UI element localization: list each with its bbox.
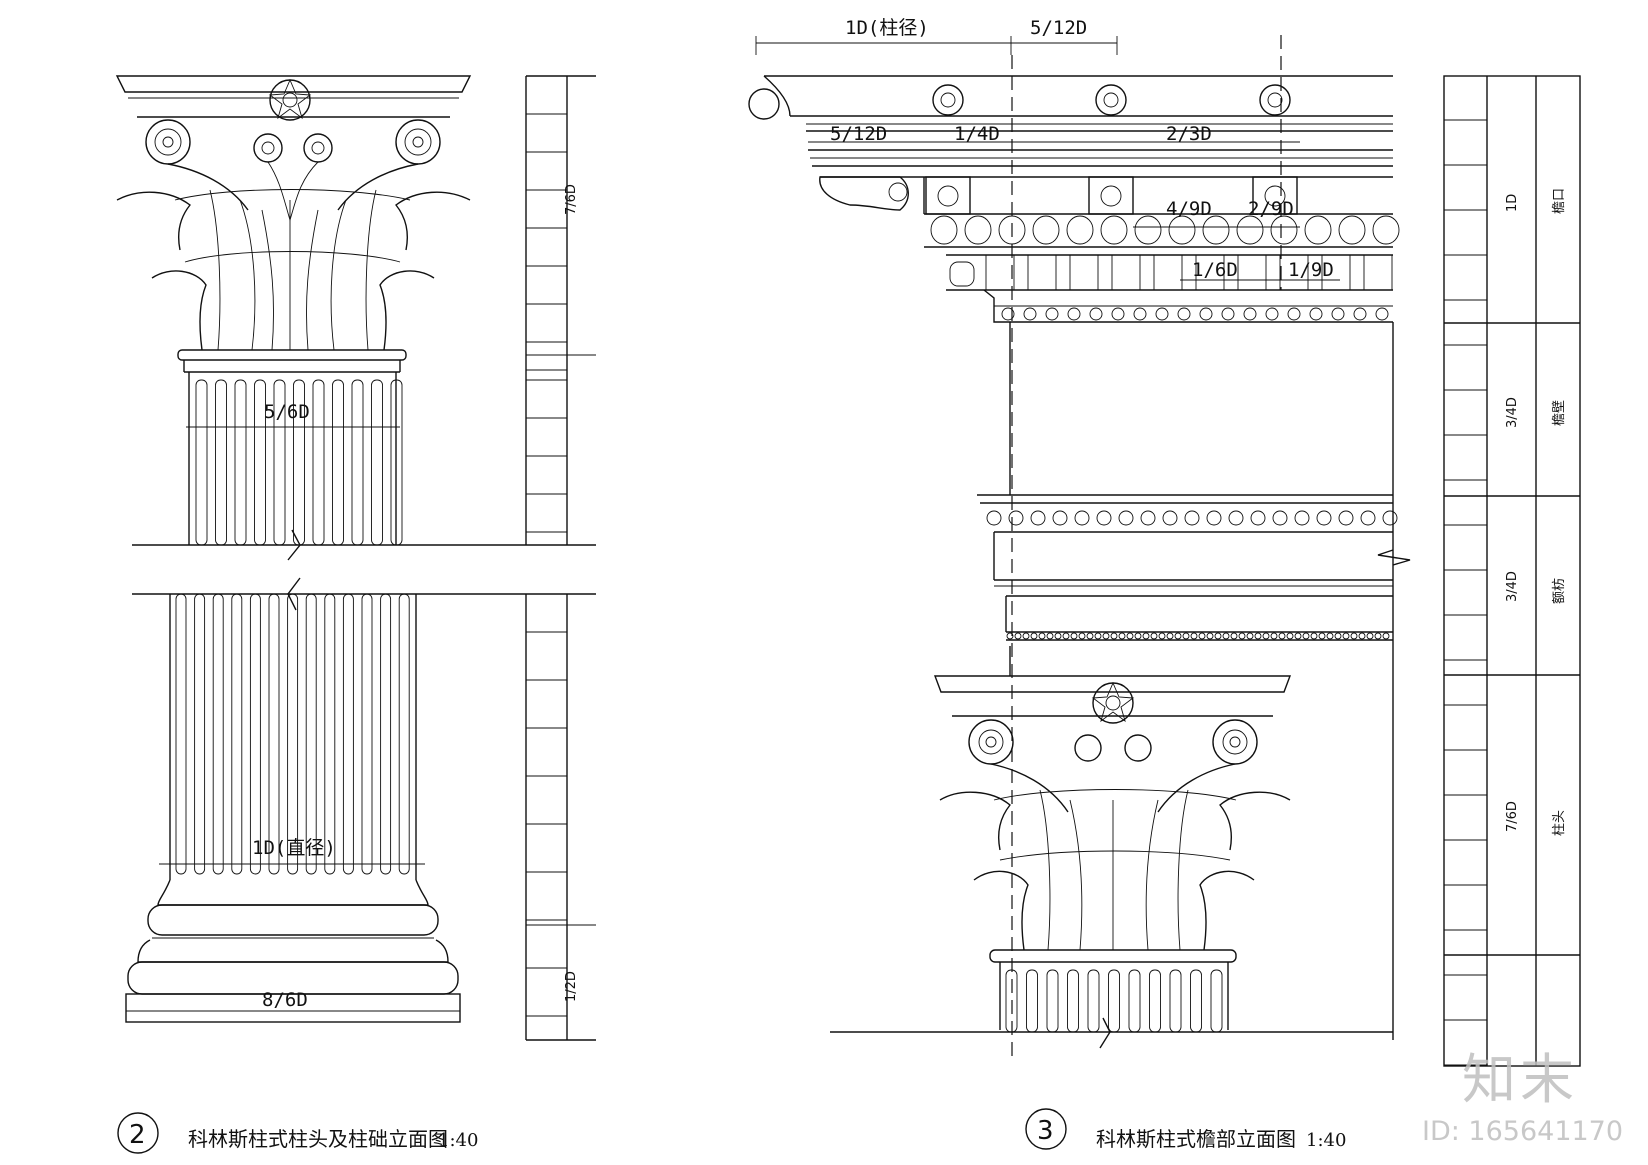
plinth-width-dim: 8/6D (262, 989, 308, 1011)
lion-head-icon (748, 84, 1291, 120)
table-size-2: 3/4D (1505, 397, 1520, 428)
table-name-3: 额枋 (1551, 578, 1567, 604)
volute-ornament (968, 719, 1258, 813)
acanthus-leaves (116, 189, 471, 351)
right-scale: 1:40 (1306, 1130, 1346, 1151)
dentil-row (985, 254, 1393, 291)
rosette-icon (268, 78, 312, 121)
top-offset-dim: 5/12D (1030, 17, 1087, 39)
modillion-scroll (819, 176, 909, 211)
scale-label-base: 1/2D (564, 971, 579, 1002)
left-proportion-scale: 7/6D 1/2D (525, 75, 596, 1041)
cornice-dim-c: 2/3D (1166, 123, 1212, 145)
cornice-dim-b: 1/4D (954, 123, 1000, 145)
dentil-dim-b: 2/9D (1248, 198, 1294, 220)
right-caption: 科林斯柱式檐部立面图 (1096, 1127, 1296, 1151)
dentil-dim-c: 1/6D (1192, 259, 1238, 281)
scale-label-capital: 7/6D (564, 184, 579, 215)
right-entablature-elevation: 1D(柱径) 5/12D (748, 17, 1581, 1151)
shaft-diameter-dim: 1D(直径) (252, 837, 336, 859)
lower-flutes (175, 593, 410, 875)
left-column-elevation: 5/6D 1D(直径) 8/6D 7/6D 1/2D 2 科林斯柱式柱头及柱础立… (115, 75, 596, 1154)
table-name-4: 柱头 (1552, 810, 1567, 836)
acanthus-leaves (939, 789, 1291, 951)
left-caption: 科林斯柱式柱头及柱础立面图 (188, 1127, 448, 1151)
table-size-1: 1D (1505, 194, 1520, 212)
watermark-id: ID: 165641170 (1422, 1116, 1624, 1147)
caption-number: 2 (129, 1120, 146, 1150)
rosette-icon (1091, 681, 1135, 724)
capital-width-dim: 5/6D (264, 401, 310, 423)
caption-number-circle (117, 1112, 159, 1154)
dentil-dim-d: 1/9D (1288, 259, 1334, 281)
table-size-4: 7/6D (1505, 801, 1520, 832)
table-name-1: 檐口 (1552, 188, 1567, 214)
table-size-3: 3/4D (1505, 571, 1520, 602)
dentil-dim-a: 4/9D (1166, 198, 1212, 220)
egg-and-dart-molding (930, 215, 1400, 245)
caption-number: 3 (1037, 1116, 1054, 1146)
table-name-2: 檐壁 (1552, 400, 1567, 426)
watermark-logo: 知末 (1462, 1048, 1578, 1111)
cornice-dim-a: 5/12D (830, 123, 887, 145)
right-proportion-table: 1D 檐口 3/4D 檐壁 3/4D 额枋 7/6D 柱头 (1443, 75, 1581, 1067)
left-scale: 1:40 (438, 1130, 478, 1151)
volute-ornament (145, 119, 441, 222)
top-diameter-dim: 1D(柱径) (845, 17, 929, 39)
caption-number-circle (1025, 1108, 1067, 1150)
